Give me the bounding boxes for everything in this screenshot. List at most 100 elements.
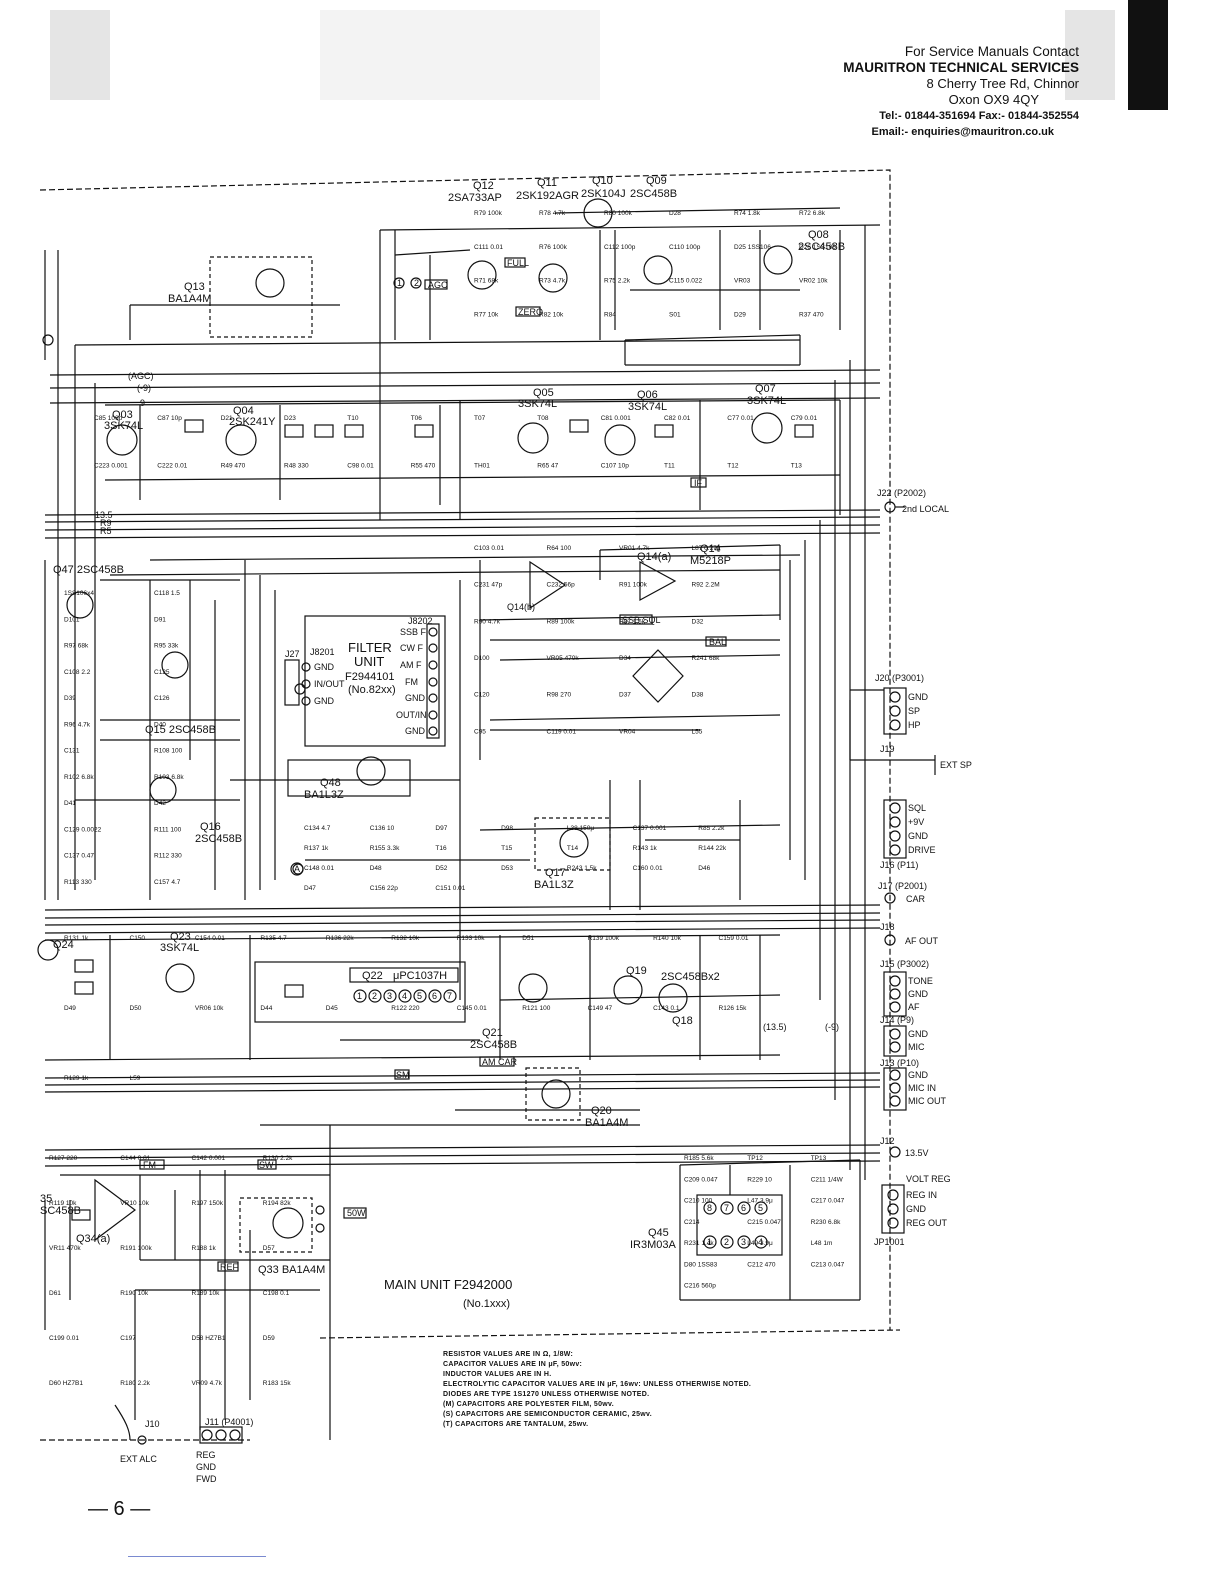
tag-sw: SW [259, 1160, 274, 1170]
component-designator: R74 1.8k [734, 210, 761, 217]
j20-pin-1: GND [908, 692, 929, 702]
filter-pin-left-2: IN/OUT [314, 679, 345, 689]
markers: A 1 2 [290, 277, 422, 876]
component-designator: D26 1SS106 [799, 244, 836, 251]
component-designator: R112 330 [154, 853, 182, 860]
component-designator: C111 0.01 [474, 244, 503, 251]
component-designator: D50 [130, 1005, 142, 1012]
component-designator: D60 HZ7B1 [49, 1380, 83, 1387]
component-designator: R95 33k [154, 643, 179, 650]
component-designator: D91 [154, 616, 166, 623]
j16-pin-1: SQL [908, 803, 926, 813]
ic-pin-6: 6 [432, 991, 437, 1001]
scan-smudge [50, 10, 110, 100]
label-q12-part: 2SA733AP [448, 192, 502, 204]
label-q19-part: 2SC458Bx2 [661, 971, 720, 983]
label-q10: Q10 [592, 175, 613, 187]
block-labels: FILTER UNIT F2944101 (No.82xx) MAIN UNIT… [285, 616, 512, 1310]
rail-minus9: (-9) [137, 383, 151, 393]
component-designator: C159 0.01 [719, 935, 749, 942]
component-designator: C156 22p [370, 885, 399, 892]
component-designator: R183 15k [263, 1380, 292, 1387]
component-designator: T16 [435, 845, 447, 852]
component-designator: T06 [411, 415, 423, 422]
component-designator: C87 10p [157, 415, 182, 422]
label-j17: J17 (P2001) [878, 881, 927, 891]
label-j17-desc: CAR [906, 894, 926, 904]
regulator-section [679, 1159, 861, 1301]
component-designator: C215 0.047 [747, 1219, 781, 1226]
component-designator: D80 1SS83 [684, 1261, 718, 1268]
filter-pin-right-4: FM [405, 677, 418, 687]
component-designator: R126 15k [719, 1005, 748, 1012]
filter-title: FILTER [348, 640, 392, 655]
component-designator: C136 10 [370, 825, 395, 832]
filter-unit-label: UNIT [354, 654, 384, 669]
component-designator: C143 0.1 [653, 1005, 680, 1012]
component-designator: C209 0.047 [684, 1176, 718, 1183]
label-q12: Q12 [473, 180, 494, 192]
component-designator: VR10 10k [120, 1200, 149, 1207]
label-j15: J15 (P3002) [880, 959, 929, 969]
component-designator: R87 1.5k [619, 618, 646, 625]
main-unit-title: MAIN UNIT F2942000 [384, 1277, 512, 1292]
j11-pin-3: FWD [196, 1474, 217, 1484]
component-designator: VR01 4.7k [619, 545, 650, 552]
transistor-labels: Q12 2SA733AP Q11 2SK192AGR Q10 2SK104J Q… [40, 175, 845, 1276]
component-designator: R111 100 [154, 826, 182, 833]
component-designator: C129 0.0022 [64, 826, 102, 833]
component-designator: R89 100k [547, 618, 576, 625]
component-designator: C149 47 [588, 1005, 613, 1012]
tag-zero: ZERO [518, 307, 543, 317]
rail-agc: (AGC) [128, 371, 154, 381]
j16-pin-2: +9V [908, 817, 924, 827]
jp1001-pin-3: REG OUT [906, 1218, 948, 1228]
rail-13v5: 13.5 [95, 510, 113, 520]
component-designator: R55 470 [411, 463, 436, 470]
component-designator: R90 4.7k [474, 618, 501, 625]
label-j20: J20 (P3001) [875, 673, 924, 683]
bus-lines [44, 224, 881, 1440]
component-designator: T10 [347, 415, 359, 422]
component-designator: L59 [130, 1075, 141, 1082]
component-designator: C160 0.01 [633, 865, 663, 872]
component-designator: R108 100 [154, 748, 183, 755]
label-q18: Q18 [672, 1015, 693, 1027]
ic45-pin-8: 8 [707, 1203, 712, 1213]
label-q45-part: IR3M03A [630, 1239, 677, 1251]
component-designator: D42 [154, 800, 166, 807]
component-designator: C213 0.047 [811, 1261, 845, 1268]
component-designator: R73 4.7k [539, 278, 566, 285]
label-q03-part: 3SK74L [104, 420, 143, 432]
lower-section [37, 934, 781, 1121]
component-designator: D44 [260, 1005, 272, 1012]
label-q21: Q21 [482, 1027, 503, 1039]
ic-pin-7: 7 [447, 991, 452, 1001]
filter-pin-right-5: GND [405, 693, 426, 703]
label-j13: J13 (P10) [880, 1058, 919, 1068]
label-q21-part: 2SC458B [470, 1039, 517, 1051]
filter-number: (No.82xx) [348, 684, 396, 696]
rail-r5: R5 [100, 526, 112, 536]
label-q08-part: 2SC458B [798, 241, 845, 253]
component-designator: D101 [64, 616, 80, 623]
component-designator: TP12 [747, 1155, 763, 1162]
component-designator: C232 56p [547, 582, 576, 589]
component-designator: C137 0.47 [64, 853, 94, 860]
j20-pin-2: SP [908, 706, 920, 716]
component-designator: R85 2.2k [698, 825, 725, 832]
component-designator: R155 3.3k [370, 845, 400, 852]
component-designator: 1SS106x4 [64, 590, 94, 597]
component-designator: R103 6.8k [154, 774, 184, 781]
label-jp1001: JP1001 [874, 1237, 905, 1247]
schematic-notes: RESISTOR VALUES ARE IN Ω, 1/8W: CAPACITO… [443, 1350, 751, 1430]
tag-50w: 50W [347, 1208, 366, 1218]
audio-section [66, 579, 781, 900]
component-designator: R140 10k [653, 935, 682, 942]
top-transistor-cluster [129, 198, 841, 366]
label-q23-part: 3SK74L [160, 942, 199, 954]
component-designator: C82 0.01 [664, 415, 691, 422]
component-designator: D51 [522, 935, 534, 942]
